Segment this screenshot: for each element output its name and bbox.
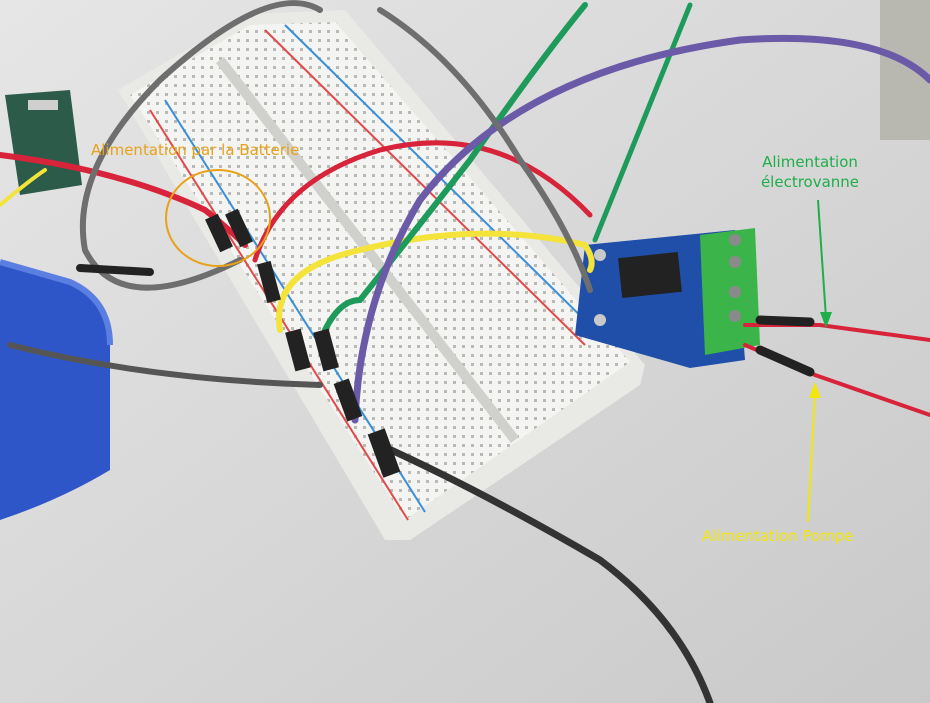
battery-highlight-circle [165,169,271,267]
valve-arrow [817,199,832,328]
battery-body [0,262,110,520]
valve-power-label: Alimentation électrovanne [754,152,866,192]
pump-arrow [807,382,821,523]
valve-power-label-line1: Alimentation [762,153,858,171]
pump-power-label: Alimentation Pompe [702,527,854,545]
jumper-headers [205,208,401,478]
sensor-board [5,90,82,195]
battery-power-label: Alimentation par la Batterie [91,141,300,159]
valve-power-label-line2: électrovanne [760,173,860,191]
